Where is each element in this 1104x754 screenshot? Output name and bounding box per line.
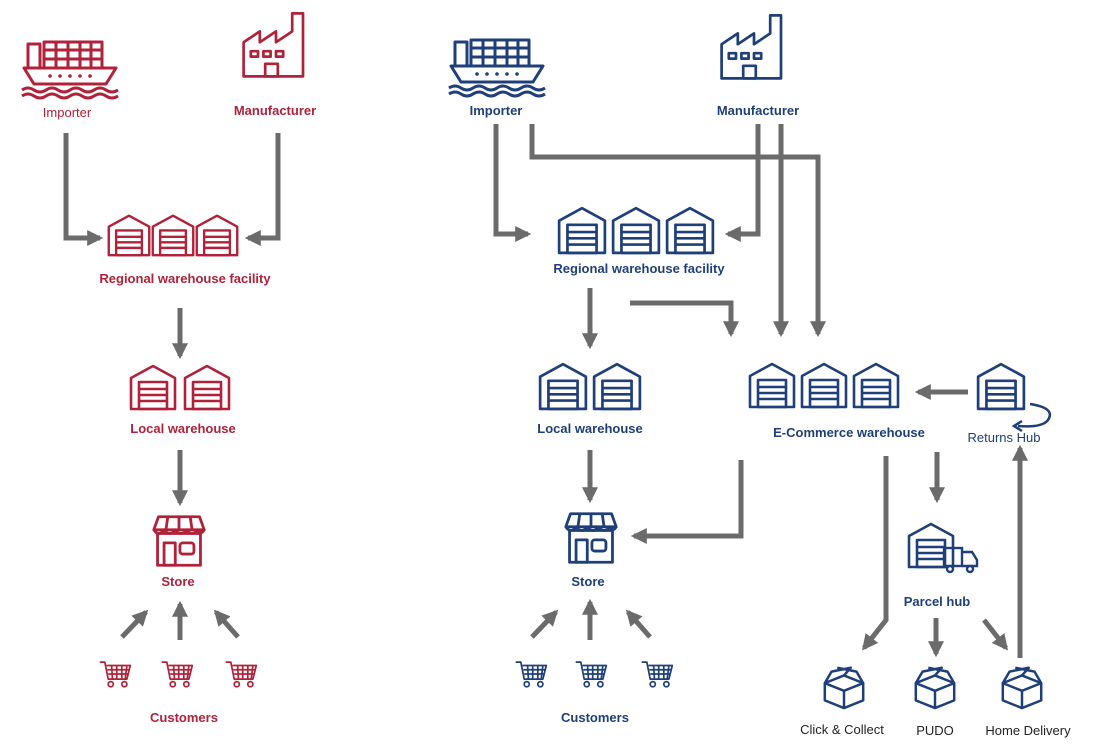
- customers-label: Customers: [150, 710, 218, 725]
- ecommerce-warehouse-label: E-Commerce warehouse: [773, 425, 925, 440]
- parcel-box-icon: [823, 666, 1043, 710]
- traditional-supply-chain: Importer Manufacturer Regional warehouse…: [20, 11, 316, 725]
- warehouse-icon: [538, 362, 642, 411]
- returns-hub-icon: [976, 362, 1052, 433]
- flow-arrows: [63, 133, 281, 640]
- importer-label: Importer: [43, 105, 92, 120]
- parcel-hub-icon: [907, 522, 979, 574]
- local-warehouse-label: Local warehouse: [130, 421, 235, 436]
- customers-label: Customers: [561, 710, 629, 725]
- store-label: Store: [161, 574, 194, 589]
- local-warehouse-label: Local warehouse: [537, 421, 642, 436]
- store-label: Store: [571, 574, 604, 589]
- regional-warehouse-label: Regional warehouse facility: [99, 271, 271, 286]
- parcel-hub-label: Parcel hub: [904, 594, 971, 609]
- shopping-cart-icon: [514, 661, 674, 688]
- store-icon: [152, 515, 206, 567]
- warehouse-icon: [557, 206, 715, 255]
- flow-arrows: [493, 124, 1029, 658]
- importer-label: Importer: [470, 103, 523, 118]
- warehouse-icon: [129, 364, 231, 411]
- store-icon: [564, 512, 618, 564]
- pudo-label: PUDO: [916, 723, 954, 738]
- cargo-ship-icon: [20, 40, 120, 100]
- manufacturer-label: Manufacturer: [717, 103, 799, 118]
- cargo-ship-icon: [447, 38, 547, 98]
- manufacturer-label: Manufacturer: [234, 103, 316, 118]
- home-delivery-label: Home Delivery: [985, 723, 1071, 738]
- factory-icon: [242, 11, 305, 78]
- regional-warehouse-label: Regional warehouse facility: [553, 261, 725, 276]
- ecommerce-warehouse-icon: [748, 362, 900, 409]
- returns-hub-label: Returns Hub: [968, 430, 1041, 445]
- warehouse-icon: [107, 214, 239, 257]
- factory-icon: [720, 13, 783, 80]
- omnichannel-supply-chain: Importer Manufacturer Regional warehouse…: [447, 13, 1071, 738]
- click-collect-label: Click & Collect: [800, 722, 884, 737]
- shopping-cart-icon: [98, 661, 258, 688]
